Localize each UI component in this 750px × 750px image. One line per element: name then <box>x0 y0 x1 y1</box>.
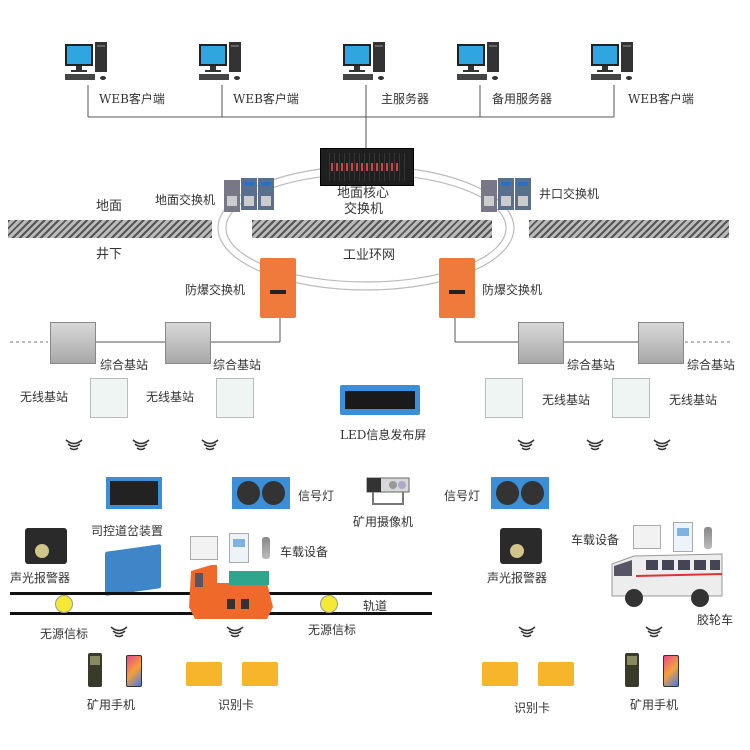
comprehensive-base-station[interactable] <box>50 322 96 364</box>
mining-locomotive[interactable] <box>187 563 275 621</box>
desktop-computer-icon[interactable] <box>455 42 505 84</box>
ground-switch-device[interactable] <box>224 178 276 212</box>
comprehensive-base-station[interactable] <box>165 322 211 364</box>
alarm-left-label: 声光报警器 <box>10 571 71 585</box>
wireless-base-station[interactable] <box>216 378 254 418</box>
core-switch-label-line1: 地面核心 <box>337 186 390 201</box>
alarm-right-label: 声光报警器 <box>487 571 548 585</box>
rubber-tire-vehicle[interactable] <box>606 550 724 612</box>
beacon-right-label: 无源信标 <box>308 623 357 637</box>
ground-hatch-left <box>8 220 212 238</box>
wireless-station-label: 无线基站 <box>669 393 718 407</box>
switch-control-box[interactable] <box>105 544 161 596</box>
phone-right-label: 矿用手机 <box>630 698 679 712</box>
wireless-station-label: 无线基站 <box>146 390 195 404</box>
rubber-tire-vehicle-label: 胶轮车 <box>697 613 734 627</box>
wireless-station-label: 无线基站 <box>542 393 591 407</box>
wireless-signal-icon <box>517 439 535 451</box>
explosion-switch-left-label: 防爆交换机 <box>185 283 246 297</box>
desktop-computer-icon[interactable] <box>589 42 639 84</box>
mining-smartphone[interactable] <box>663 655 679 687</box>
wireless-station-label: 无线基站 <box>20 390 69 404</box>
shaft-switch-label: 井口交换机 <box>539 187 600 201</box>
core-switch-label-line2: 交换机 <box>344 202 384 217</box>
computer-label: WEB客户端 <box>233 92 299 106</box>
card-right-label: 识别卡 <box>514 701 551 715</box>
led-screen-label: LED信息发布屏 <box>340 428 427 442</box>
mining-feature-phone[interactable] <box>88 653 102 687</box>
desktop-computer-icon[interactable] <box>63 42 113 84</box>
wireless-base-station[interactable] <box>612 378 650 418</box>
vehicle-terminal-box[interactable] <box>190 536 218 560</box>
audible-visual-alarm-right[interactable] <box>500 528 542 564</box>
wireless-signal-icon <box>226 626 244 638</box>
vehicle-sensor[interactable] <box>704 527 712 549</box>
computer-label: 备用服务器 <box>492 92 553 106</box>
desktop-computer-icon[interactable] <box>341 42 391 84</box>
explosion-proof-switch-left[interactable] <box>260 258 296 318</box>
id-card[interactable] <box>186 662 222 686</box>
wireless-signal-icon <box>201 439 219 451</box>
vehicle-equipment-right-label: 车载设备 <box>571 533 620 547</box>
phone-left-label: 矿用手机 <box>87 698 136 712</box>
computer-label: WEB客户端 <box>628 92 694 106</box>
explosion-switch-right-label: 防爆交换机 <box>482 283 543 297</box>
signal-light-left[interactable] <box>232 477 290 509</box>
wireless-signal-icon <box>65 439 83 451</box>
signal-light-left-label: 信号灯 <box>298 489 335 503</box>
comprehensive-base-station[interactable] <box>638 322 684 364</box>
comprehensive-station-label: 综合基站 <box>213 358 262 372</box>
audible-visual-alarm-left[interactable] <box>25 528 67 564</box>
wireless-signal-icon <box>586 439 604 451</box>
ground-hatch-right <box>529 220 729 238</box>
wireless-signal-icon <box>518 626 536 638</box>
vehicle-sensor[interactable] <box>262 537 270 559</box>
wireless-signal-icon <box>110 626 128 638</box>
mining-smartphone[interactable] <box>126 655 142 687</box>
computer-label: WEB客户端 <box>99 92 165 106</box>
comprehensive-base-station[interactable] <box>518 322 564 364</box>
mining-feature-phone[interactable] <box>625 653 639 687</box>
ground-switch-label: 地面交换机 <box>155 193 216 207</box>
vehicle-terminal-box[interactable] <box>633 525 661 549</box>
underground-label: 井下 <box>96 247 123 262</box>
desktop-computer-icon[interactable] <box>197 42 247 84</box>
track-label: 轨道 <box>363 599 388 613</box>
shaft-switch-device[interactable] <box>481 178 533 212</box>
card-left-label: 识别卡 <box>218 698 255 712</box>
core-switch-device[interactable] <box>320 148 414 186</box>
vehicle-display-unit[interactable] <box>229 533 249 563</box>
beacon-left-label: 无源信标 <box>40 627 89 641</box>
computer-label: 主服务器 <box>381 92 430 106</box>
wireless-signal-icon <box>132 439 150 451</box>
comprehensive-station-label: 综合基站 <box>687 358 736 372</box>
id-card[interactable] <box>242 662 278 686</box>
vehicle-equipment-left-label: 车载设备 <box>280 545 329 559</box>
signal-light-right-label: 信号灯 <box>444 489 481 503</box>
signal-light-right[interactable] <box>491 477 549 509</box>
id-card[interactable] <box>482 662 518 686</box>
id-card[interactable] <box>538 662 574 686</box>
ground-hatch-middle <box>252 220 492 238</box>
wireless-signal-icon <box>653 439 671 451</box>
comprehensive-station-label: 综合基站 <box>567 358 616 372</box>
wireless-signal-icon <box>645 626 663 638</box>
switch-control-label: 司控道岔装置 <box>91 524 164 538</box>
switch-control-display[interactable] <box>106 477 162 509</box>
wireless-base-station[interactable] <box>485 378 523 418</box>
comprehensive-station-label: 综合基站 <box>100 358 149 372</box>
surface-label: 地面 <box>96 199 123 214</box>
led-display-screen[interactable] <box>340 385 420 415</box>
vehicle-display-unit[interactable] <box>673 522 693 552</box>
wireless-base-station[interactable] <box>90 378 128 418</box>
explosion-proof-switch-right[interactable] <box>439 258 475 318</box>
mining-camera-label: 矿用摄像机 <box>353 515 414 529</box>
mining-camera-device[interactable] <box>365 476 411 506</box>
industrial-ring-label: 工业环网 <box>343 248 396 263</box>
passive-beacon-left[interactable] <box>55 595 73 613</box>
passive-beacon-right[interactable] <box>320 595 338 613</box>
